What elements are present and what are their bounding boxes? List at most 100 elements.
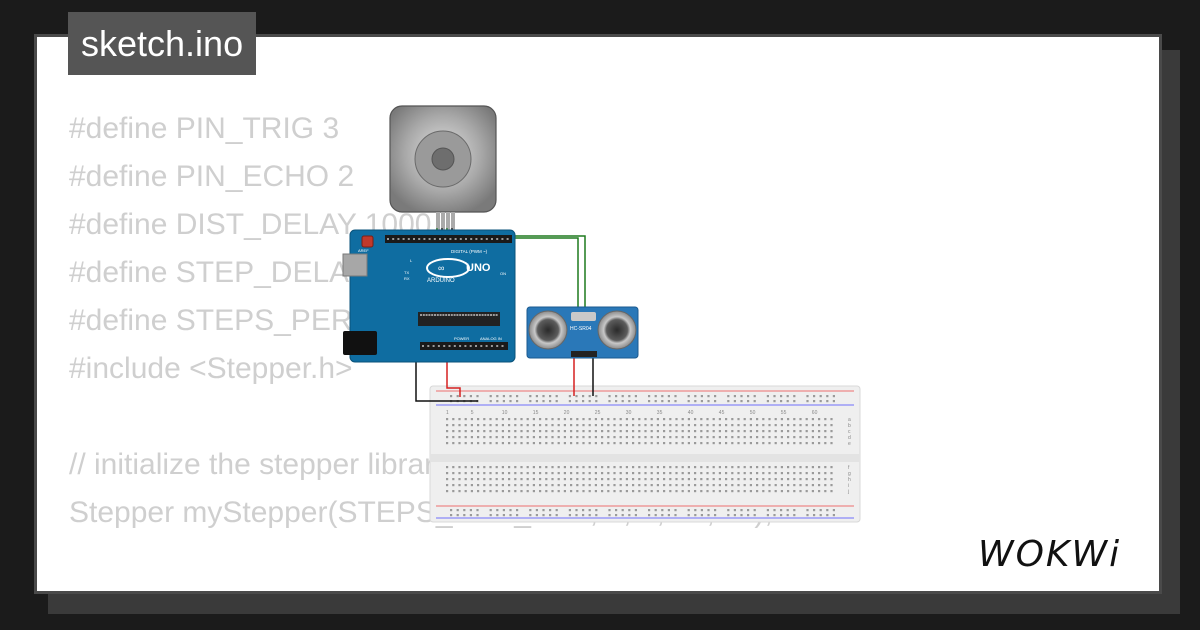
- breadboard-hole[interactable]: [768, 490, 771, 493]
- breadboard-hole[interactable]: [793, 472, 796, 475]
- breadboard-hole[interactable]: [805, 424, 808, 427]
- breadboard-hole[interactable]: [615, 395, 618, 398]
- breadboard-hole[interactable]: [656, 430, 659, 433]
- breadboard-hole[interactable]: [743, 478, 746, 481]
- breadboard-hole[interactable]: [753, 395, 756, 398]
- breadboard-hole[interactable]: [514, 430, 517, 433]
- breadboard-hole[interactable]: [608, 400, 611, 403]
- breadboard-hole[interactable]: [619, 490, 622, 493]
- breadboard-hole[interactable]: [532, 436, 535, 439]
- breadboard-hole[interactable]: [514, 436, 517, 439]
- breadboard-hole[interactable]: [819, 514, 822, 517]
- breadboard-hole[interactable]: [576, 484, 579, 487]
- breadboard-hole[interactable]: [811, 490, 814, 493]
- breadboard-hole[interactable]: [563, 478, 566, 481]
- breadboard-hole[interactable]: [508, 436, 511, 439]
- breadboard-hole[interactable]: [830, 436, 833, 439]
- breadboard-hole[interactable]: [656, 418, 659, 421]
- breadboard-hole[interactable]: [594, 436, 597, 439]
- arduino-header-pin[interactable]: [481, 314, 484, 316]
- breadboard-hole[interactable]: [681, 478, 684, 481]
- breadboard-hole[interactable]: [463, 395, 466, 398]
- breadboard-hole[interactable]: [768, 430, 771, 433]
- breadboard-hole[interactable]: [615, 400, 618, 403]
- breadboard-hole[interactable]: [707, 514, 710, 517]
- ultrasonic-sensor[interactable]: HC-SR04: [526, 306, 639, 359]
- breadboard-hole[interactable]: [570, 424, 573, 427]
- breadboard-hole[interactable]: [787, 418, 790, 421]
- breadboard-hole[interactable]: [824, 472, 827, 475]
- breadboard-hole[interactable]: [458, 424, 461, 427]
- breadboard-hole[interactable]: [607, 436, 610, 439]
- breadboard-hole[interactable]: [483, 418, 486, 421]
- breadboard-hole[interactable]: [477, 418, 480, 421]
- breadboard-hole[interactable]: [516, 509, 519, 512]
- breadboard-hole[interactable]: [532, 490, 535, 493]
- breadboard-hole[interactable]: [737, 436, 740, 439]
- breadboard-hole[interactable]: [634, 514, 637, 517]
- breadboard-hole[interactable]: [725, 442, 728, 445]
- breadboard-hole[interactable]: [706, 478, 709, 481]
- breadboard-hole[interactable]: [607, 430, 610, 433]
- arduino-header-pin[interactable]: [480, 345, 483, 347]
- breadboard-hole[interactable]: [595, 509, 598, 512]
- breadboard-hole[interactable]: [545, 466, 548, 469]
- breadboard-hole[interactable]: [508, 490, 511, 493]
- breadboard-hole[interactable]: [477, 430, 480, 433]
- breadboard-hole[interactable]: [793, 466, 796, 469]
- breadboard-hole[interactable]: [669, 436, 672, 439]
- breadboard-hole[interactable]: [526, 466, 529, 469]
- arduino-header-pin[interactable]: [487, 314, 490, 316]
- breadboard-hole[interactable]: [700, 436, 703, 439]
- breadboard-hole[interactable]: [718, 436, 721, 439]
- breadboard-hole[interactable]: [819, 509, 822, 512]
- breadboard-hole[interactable]: [501, 466, 504, 469]
- breadboard-hole[interactable]: [582, 490, 585, 493]
- arduino-header-pin[interactable]: [475, 238, 478, 240]
- breadboard-hole[interactable]: [743, 490, 746, 493]
- arduino-header-pin[interactable]: [423, 238, 426, 240]
- breadboard-hole[interactable]: [743, 484, 746, 487]
- breadboard-hole[interactable]: [780, 418, 783, 421]
- breadboard-hole[interactable]: [650, 436, 653, 439]
- breadboard-hole[interactable]: [774, 490, 777, 493]
- breadboard-hole[interactable]: [563, 466, 566, 469]
- breadboard-hole[interactable]: [675, 472, 678, 475]
- breadboard-hole[interactable]: [594, 472, 597, 475]
- breadboard-hole[interactable]: [638, 490, 641, 493]
- breadboard-hole[interactable]: [495, 472, 498, 475]
- breadboard-hole[interactable]: [706, 484, 709, 487]
- breadboard-hole[interactable]: [712, 442, 715, 445]
- breadboard-hole[interactable]: [458, 466, 461, 469]
- breadboard-hole[interactable]: [496, 514, 499, 517]
- breadboard-hole[interactable]: [806, 509, 809, 512]
- breadboard-hole[interactable]: [514, 442, 517, 445]
- arduino-header-pin[interactable]: [459, 314, 462, 316]
- breadboard-hole[interactable]: [824, 424, 827, 427]
- breadboard-hole[interactable]: [501, 478, 504, 481]
- arduino-header-pin[interactable]: [437, 345, 440, 347]
- breadboard-hole[interactable]: [501, 430, 504, 433]
- breadboard-hole[interactable]: [740, 400, 743, 403]
- breadboard-hole[interactable]: [737, 424, 740, 427]
- breadboard-hole[interactable]: [793, 418, 796, 421]
- breadboard-hole[interactable]: [687, 509, 690, 512]
- breadboard-hole[interactable]: [477, 424, 480, 427]
- breadboard-hole[interactable]: [661, 400, 664, 403]
- breadboard-hole[interactable]: [489, 418, 492, 421]
- breadboard-hole[interactable]: [768, 472, 771, 475]
- breadboard-hole[interactable]: [762, 430, 765, 433]
- arduino-header-pin[interactable]: [456, 314, 459, 316]
- breadboard-hole[interactable]: [731, 424, 734, 427]
- arduino-header-pin[interactable]: [485, 238, 488, 240]
- breadboard-hole[interactable]: [456, 509, 459, 512]
- breadboard-hole[interactable]: [762, 436, 765, 439]
- breadboard-hole[interactable]: [576, 478, 579, 481]
- breadboard-hole[interactable]: [793, 436, 796, 439]
- breadboard-hole[interactable]: [621, 509, 624, 512]
- breadboard-hole[interactable]: [768, 442, 771, 445]
- arduino-header-pin[interactable]: [485, 345, 488, 347]
- breadboard-hole[interactable]: [508, 484, 511, 487]
- breadboard-hole[interactable]: [588, 430, 591, 433]
- breadboard-hole[interactable]: [520, 418, 523, 421]
